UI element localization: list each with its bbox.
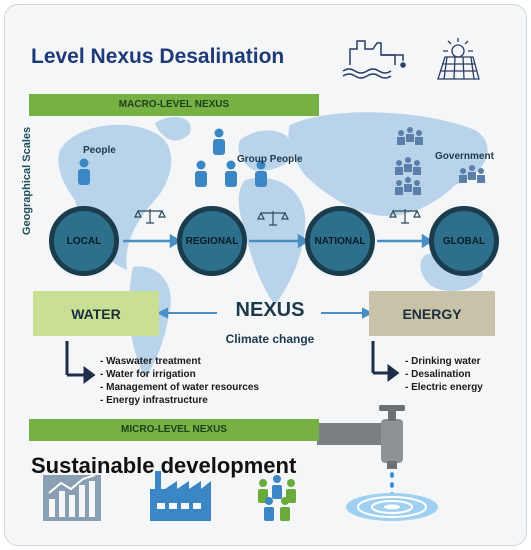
sustainable-development-title: Sustainable development [31, 453, 297, 478]
energy-l-arrow [371, 341, 400, 382]
group-people-label: Group People [237, 154, 303, 165]
solar-panel-icon [437, 38, 480, 80]
scale-arrows [123, 233, 434, 249]
person-icons [78, 128, 267, 187]
water-ripple-icon [346, 472, 438, 521]
energy-item: - Desalination [405, 369, 471, 380]
scale-circle-local: LOCAL [49, 206, 119, 276]
water-item: - Waswater treatment [100, 356, 201, 367]
government-group-icons [395, 127, 485, 195]
government-label: Government [435, 151, 494, 162]
diagram-frame: Level Nexus Desalination MACRO-LEVEL NEX… [4, 4, 527, 546]
faucet-icon [317, 405, 405, 469]
water-item: - Management of water resources [100, 382, 259, 393]
nexus-double-arrow [156, 307, 374, 319]
community-icon [258, 475, 296, 521]
desalination-plant-icon [342, 40, 406, 79]
world-map [43, 38, 488, 521]
factory-icon [150, 471, 211, 521]
scale-circle-national: NATIONAL [305, 206, 375, 276]
scale-circle-regional: REGIONAL [177, 206, 247, 276]
water-l-arrow [65, 341, 96, 384]
energy-item: - Drinking water [405, 356, 481, 367]
people-label: People [83, 145, 116, 156]
water-box: WATER [33, 291, 159, 336]
climate-change-label: Climate change [225, 332, 315, 346]
water-item: - Water for irrigation [100, 369, 196, 380]
geographical-scales-label: Geographical Scales [21, 126, 33, 236]
scale-circle-global: GLOBAL [429, 206, 499, 276]
macro-level-bar: MACRO-LEVEL NEXUS [29, 94, 319, 116]
energy-box: ENERGY [369, 291, 495, 336]
energy-item: - Electric energy [405, 382, 483, 393]
diagram-title: Level Nexus Desalination [31, 45, 285, 68]
water-items-list: - Waswater treatment - Water for irrigat… [100, 355, 259, 407]
water-item: - Energy infrastructure [100, 395, 208, 406]
scale-icons [134, 209, 421, 226]
micro-level-bar: MICRO-LEVEL NEXUS [29, 419, 319, 441]
bar-chart-icon [43, 474, 101, 521]
nexus-label: NEXUS [235, 299, 305, 321]
energy-items-list: - Drinking water - Desalination - Electr… [405, 355, 483, 394]
